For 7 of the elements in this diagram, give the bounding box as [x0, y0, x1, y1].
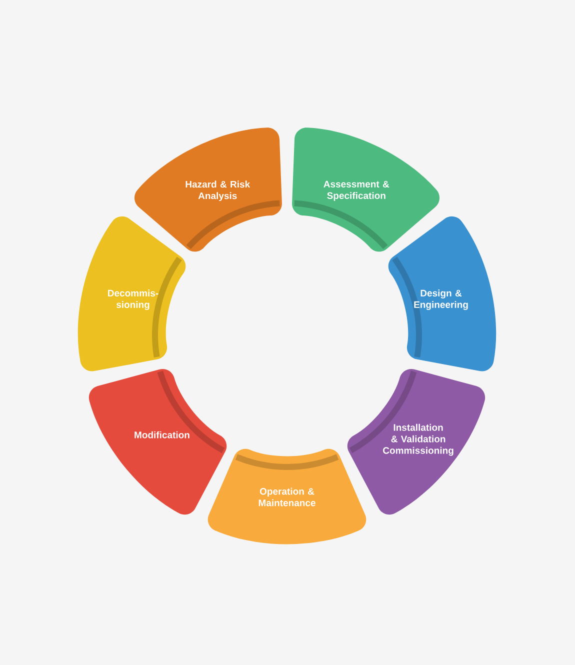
cycle-segment: Operation & Maintenance — [208, 448, 366, 544]
cycle-segment: Assessment & Specification — [292, 128, 440, 252]
cycle-segment: Hazard & Risk Analysis — [134, 128, 282, 252]
cycle-segment: Decommis- sioning — [78, 216, 186, 372]
cycle-segment: Design & Engineering — [388, 216, 496, 372]
cycle-segment: Installation & Validation Commissioning — [347, 368, 486, 515]
cycle-segment: Modification — [88, 368, 227, 515]
